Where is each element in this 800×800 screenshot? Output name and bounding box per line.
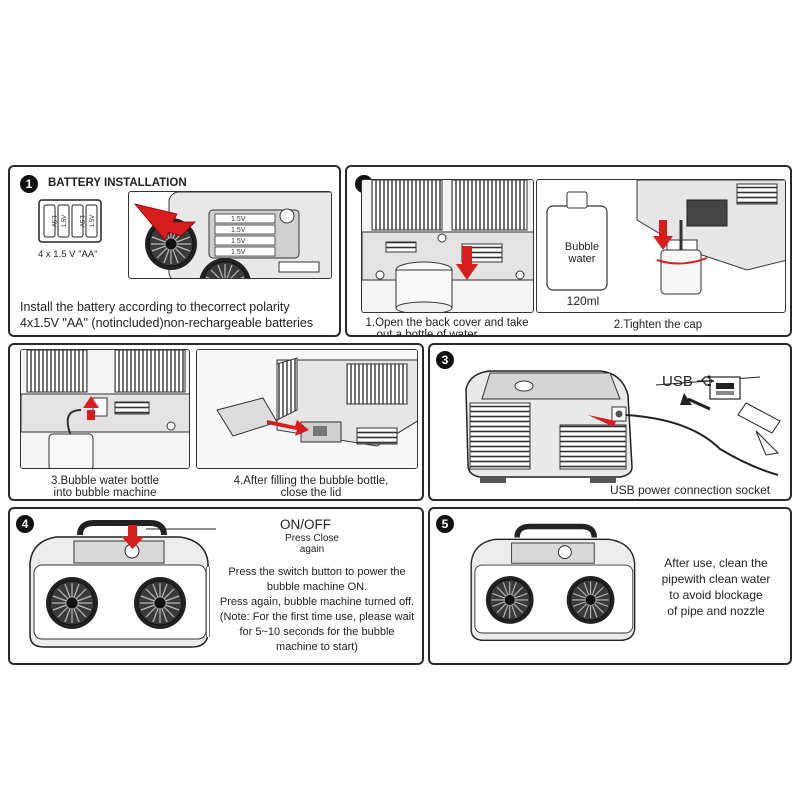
svg-text:1.5V: 1.5V <box>90 215 96 227</box>
machine-front-illustration <box>20 515 216 657</box>
step-number-badge: 5 <box>436 515 454 533</box>
step1-caption-line1: 1.Open the back cover and take <box>365 317 529 329</box>
usb-machine-illustration <box>460 359 790 489</box>
usb-symbol-icon <box>696 375 716 387</box>
step1-caption-line2: out a bottle of water <box>376 329 478 337</box>
step2-caption: 2.Tighten the cap <box>613 319 703 331</box>
battery-compartment-illustration: 1.5V 1.5V 1.5V 1.5V <box>128 191 332 279</box>
step4-caption-line2: close the lid <box>280 487 342 499</box>
panel-usb-power: 3 USB USB power connection socket <box>428 343 792 501</box>
tighten-cap-illustration <box>536 179 786 313</box>
bubble-water-bottle-label-line2: water <box>568 253 596 265</box>
battery-pack-illustration: 1.5V 1.5V 1.5V 1.5V <box>38 199 102 243</box>
usb-label: USB <box>662 373 693 390</box>
cleaning-instructions: After use, clean the pipewith clean wate… <box>646 555 786 619</box>
svg-text:1.5V: 1.5V <box>62 215 68 227</box>
press-close-line1: Press Close <box>285 533 339 544</box>
svg-text:1.5V: 1.5V <box>78 215 84 227</box>
cleaning-instruction-line: of pipe and nozzle <box>667 604 765 618</box>
step3-caption-line1: 3.Bubble water bottle <box>50 475 160 487</box>
power-instruction-line: Press the switch button to power the <box>228 566 406 578</box>
cleaning-instruction-line: to avoid blockage <box>669 588 763 602</box>
power-instruction-line: for 5~10 seconds for the bubble <box>239 626 395 638</box>
battery-instruction-line2: 4x1.5V "AA" (notincluded)non-rechargeabl… <box>20 316 314 330</box>
power-instruction-line: (Note: For the first time use, please wa… <box>219 611 415 623</box>
close-lid-illustration <box>196 349 418 469</box>
panel-cleaning: 5 After use, clean the pipewith clean wa… <box>428 507 792 665</box>
step-number-badge: 1 <box>20 175 38 193</box>
power-instructions: Press the switch button to power the bub… <box>212 565 422 655</box>
machine-front-illustration <box>462 519 642 657</box>
cleaning-instruction-line: After use, clean the <box>664 556 768 570</box>
battery-spec-label: 4 x 1.5 V "AA" <box>38 249 98 260</box>
step-number-badge: 4 <box>16 515 34 533</box>
bubble-water-bottle-label-line1: Bubble <box>564 241 600 253</box>
power-instruction-line: machine to start) <box>276 641 358 653</box>
usb-socket-caption: USB power connection socket <box>610 483 771 497</box>
step3-caption-line2: into bubble machine <box>53 487 157 499</box>
panel-fill-bottle: 2 1.Open the back cover and take out a b… <box>345 165 792 337</box>
insert-bottle-illustration <box>20 349 190 469</box>
step4-caption-line1: 4.After filling the bubble bottle, <box>233 475 389 487</box>
battery-instruction-line1: Install the battery according to thecorr… <box>20 300 290 314</box>
svg-text:1.5V: 1.5V <box>231 249 246 256</box>
power-instruction-line: Press again, bubble machine turned off. <box>219 596 415 608</box>
panel-insert-bottle-close-lid: 3.Bubble water bottle into bubble machin… <box>8 343 424 501</box>
panel-power-switch: 4 ON/OFF Press Close again Press the swi… <box>8 507 424 665</box>
svg-text:1.5V: 1.5V <box>231 238 246 245</box>
panel-battery-installation: 1 BATTERY INSTALLATION 1.5V 1.5V 1.5V 1.… <box>8 165 341 337</box>
svg-text:1.5V: 1.5V <box>50 215 56 227</box>
open-back-cover-illustration <box>361 179 534 313</box>
svg-text:1.5V: 1.5V <box>231 216 246 223</box>
on-off-label: ON/OFF <box>280 517 331 532</box>
panel-title: BATTERY INSTALLATION <box>48 177 187 189</box>
svg-text:1.5V: 1.5V <box>231 227 246 234</box>
cleaning-instruction-line: pipewith clean water <box>661 572 771 586</box>
power-instruction-line: bubble machine ON. <box>266 581 368 593</box>
bottle-volume-label: 120ml <box>566 294 600 308</box>
step-number-badge: 3 <box>436 351 454 369</box>
press-close-line2: again <box>299 544 325 555</box>
